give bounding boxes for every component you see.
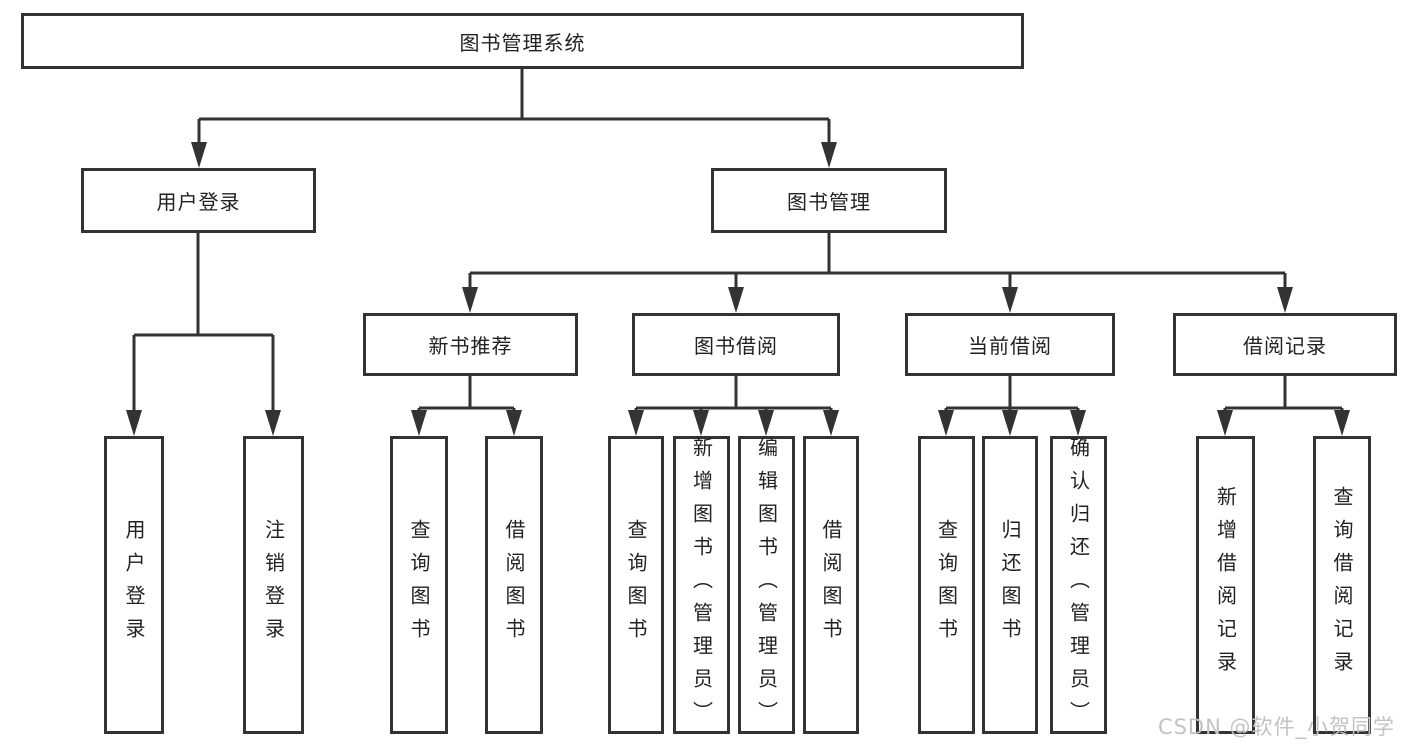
node-book-borrowing-label: 图书借阅 (694, 334, 778, 358)
node-leaf-return-book-label: 归还图书 (998, 519, 1022, 651)
node-borrowing-records: 借阅记录 (1173, 313, 1397, 376)
node-user-login-label: 用户登录 (156, 190, 241, 214)
node-leaf-query-books-recommend-label: 查询图书 (407, 519, 431, 651)
node-borrowing-records-label: 借阅记录 (1243, 334, 1327, 358)
node-leaf-add-book-admin-label: 新增图书（管理员） (689, 436, 714, 734)
node-leaf-query-books-recommend: 查询图书 (390, 436, 448, 734)
node-leaf-confirm-return-admin: 确认归还（管理员） (1050, 436, 1107, 734)
node-user-login: 用户登录 (81, 168, 316, 233)
node-book-management: 图书管理 (711, 168, 947, 233)
node-leaf-query-books-current: 查询图书 (918, 436, 975, 734)
node-current-borrowing-label: 当前借阅 (968, 334, 1052, 358)
node-current-borrowing: 当前借阅 (905, 313, 1115, 376)
node-leaf-query-books-borrowing-label: 查询图书 (624, 519, 648, 651)
node-leaf-add-book-admin: 新增图书（管理员） (673, 436, 730, 734)
node-leaf-edit-book-admin-label: 编辑图书（管理员） (754, 436, 779, 734)
node-leaf-return-book: 归还图书 (982, 436, 1038, 734)
node-root: 图书管理系统 (21, 13, 1024, 69)
node-leaf-query-borrow-record: 查询借阅记录 (1313, 436, 1371, 734)
node-leaf-borrow-book-recommend: 借阅图书 (485, 436, 543, 734)
node-leaf-query-borrow-record-label: 查询借阅记录 (1330, 486, 1354, 684)
node-leaf-borrow-book-label: 借阅图书 (819, 519, 843, 651)
node-new-book-recommendation-label: 新书推荐 (428, 334, 513, 358)
node-leaf-borrow-book: 借阅图书 (803, 436, 859, 734)
node-leaf-logout-label: 注销登录 (261, 519, 286, 651)
node-leaf-add-borrow-record-label: 新增借阅记录 (1213, 486, 1238, 684)
node-leaf-add-borrow-record: 新增借阅记录 (1196, 436, 1255, 734)
node-leaf-user-login: 用户登录 (104, 436, 164, 734)
node-leaf-user-login-label: 用户登录 (122, 519, 146, 651)
node-book-management-label: 图书管理 (787, 190, 871, 214)
node-leaf-query-books-current-label: 查询图书 (934, 519, 959, 651)
node-root-label: 图书管理系统 (459, 30, 586, 55)
csdn-watermark: CSDN @软件_小贺同学 (1157, 715, 1395, 739)
node-book-borrowing: 图书借阅 (632, 313, 840, 376)
node-leaf-query-books-borrowing: 查询图书 (608, 436, 664, 734)
node-leaf-edit-book-admin: 编辑图书（管理员） (738, 436, 795, 734)
node-leaf-logout: 注销登录 (243, 436, 304, 734)
node-leaf-borrow-book-recommend-label: 借阅图书 (502, 519, 526, 651)
node-new-book-recommendation: 新书推荐 (363, 313, 578, 376)
node-leaf-confirm-return-admin-label: 确认归还（管理员） (1066, 436, 1091, 734)
